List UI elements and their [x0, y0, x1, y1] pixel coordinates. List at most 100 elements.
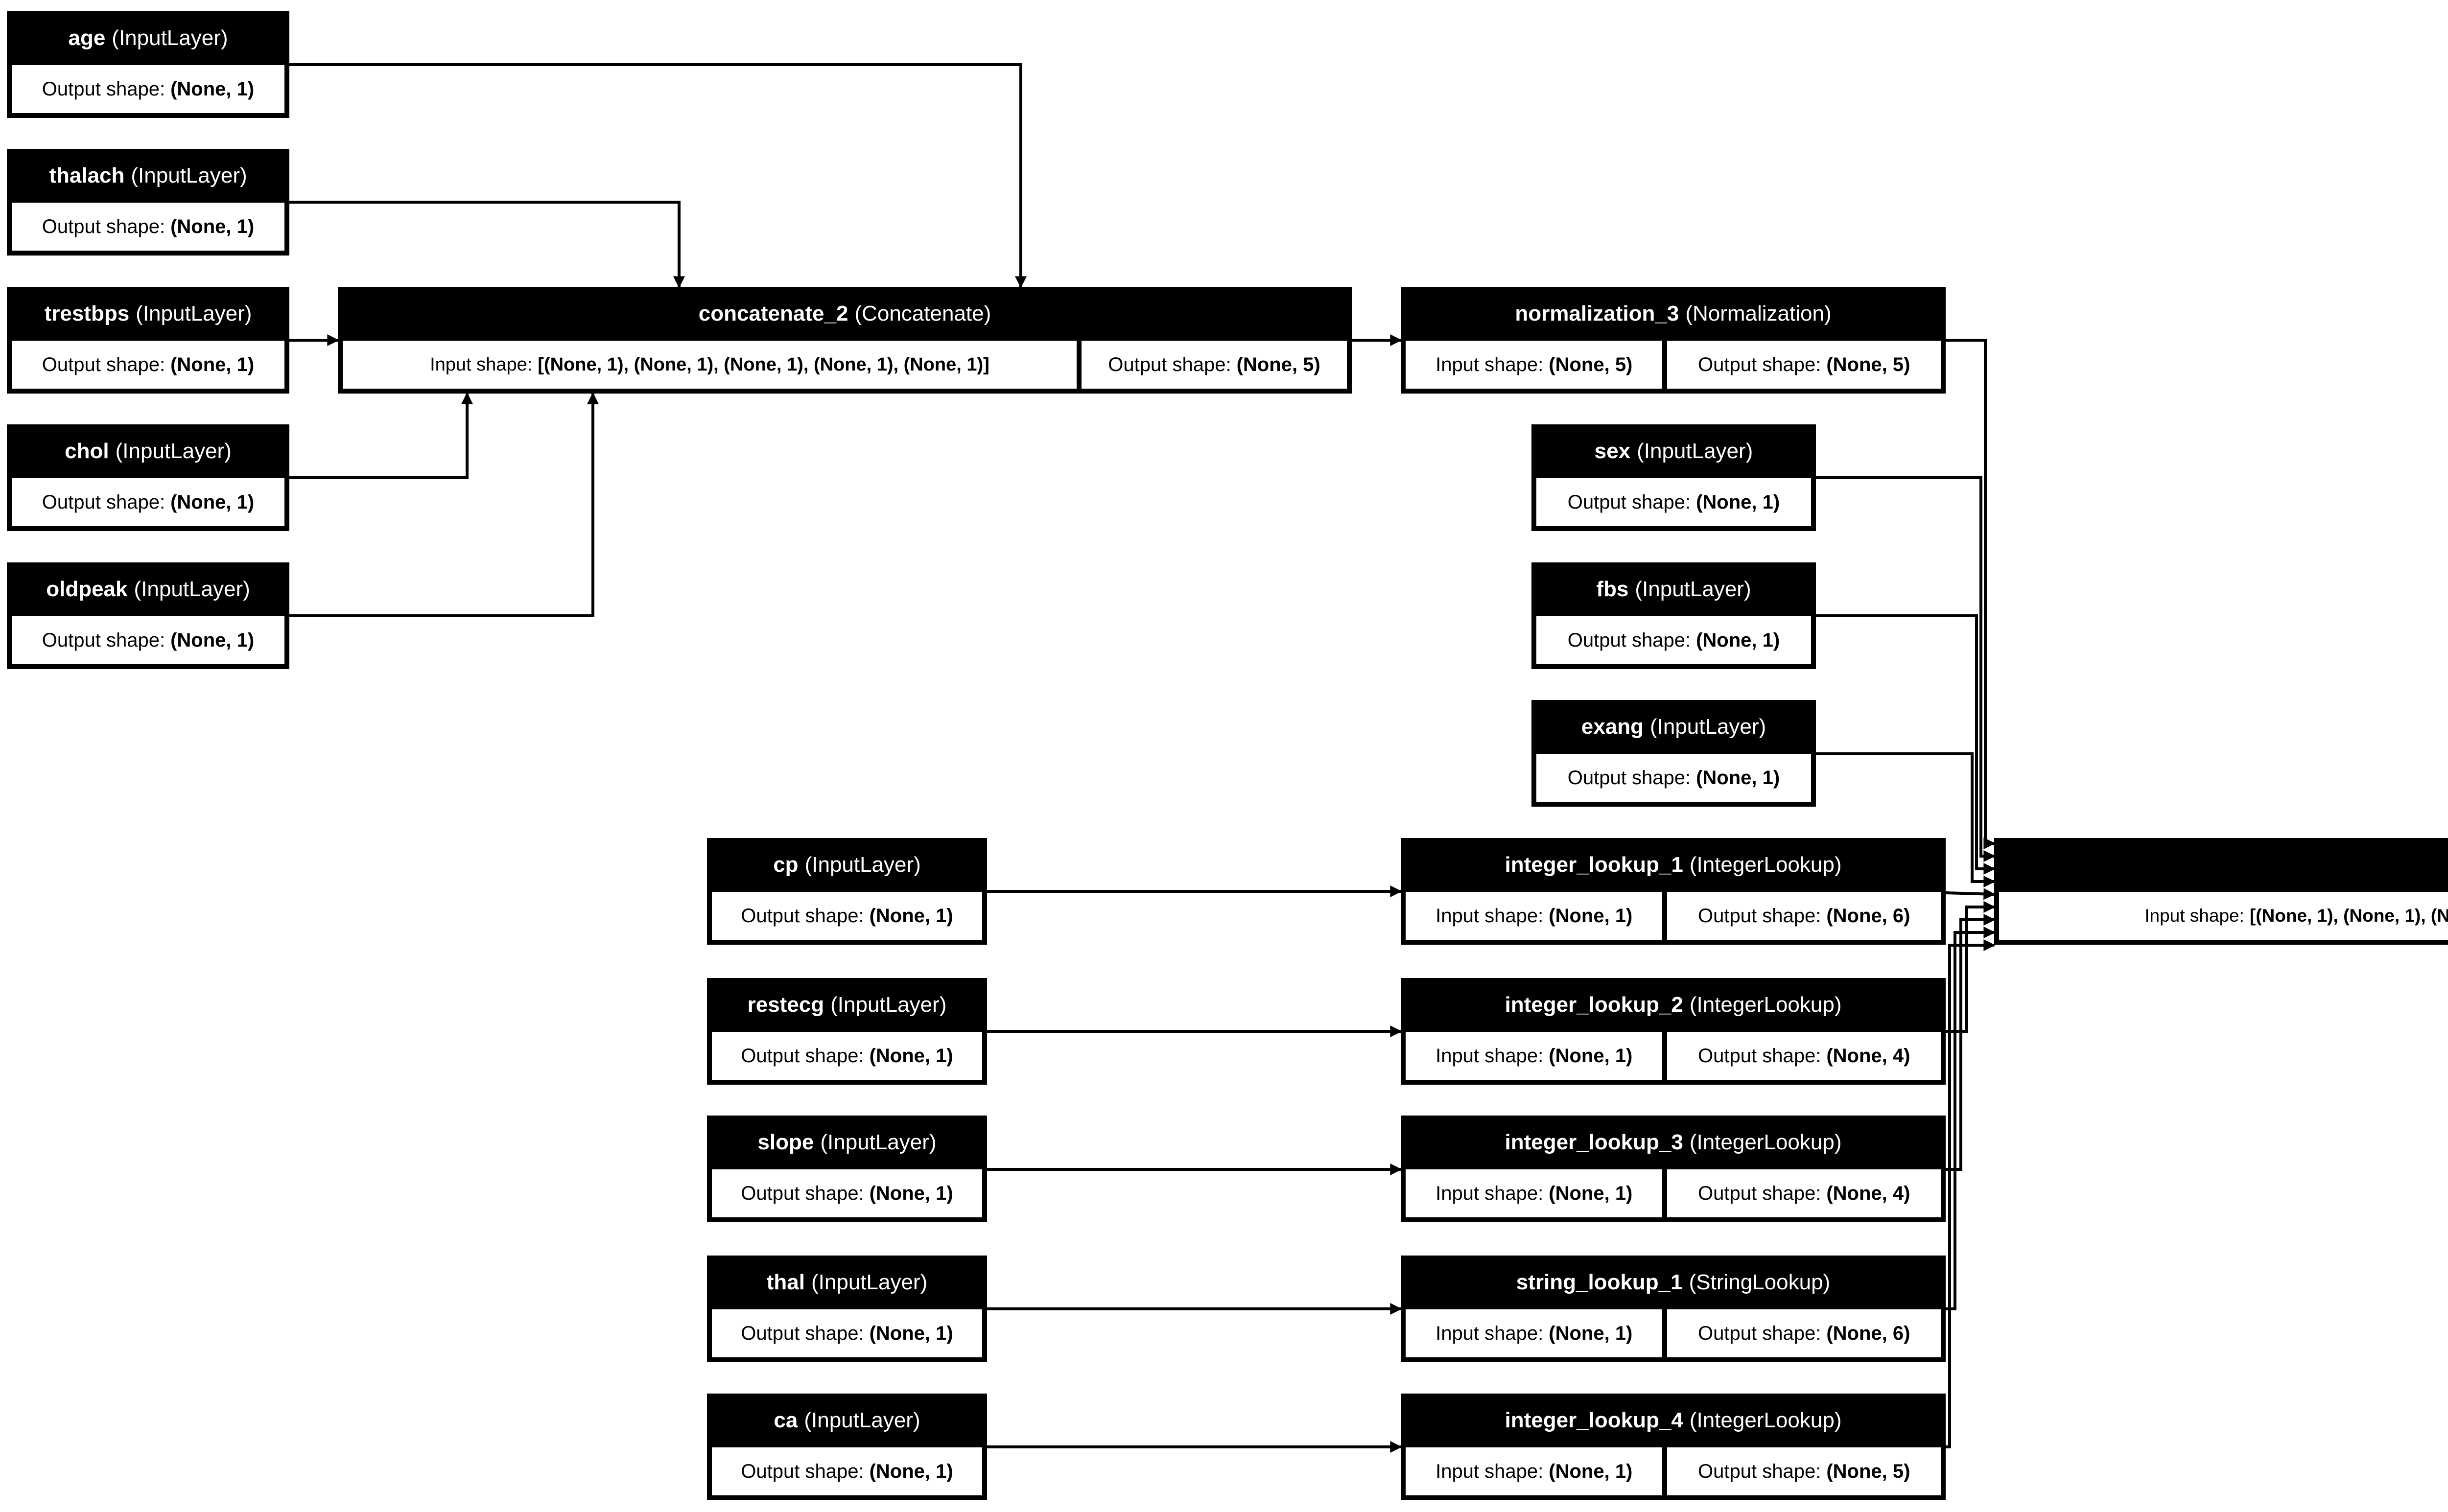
shape-label: Output shape: [1567, 629, 1691, 651]
node-integer_lookup_2: integer_lookup_2(IntegerLookup)Input sha… [1401, 978, 1946, 1085]
node-oldpeak-header: oldpeak(InputLayer) [7, 562, 289, 616]
node-string_lookup_1-cell-1: Output shape:(None, 6) [1667, 1309, 1941, 1357]
node-slope-body: Output shape:(None, 1) [707, 1169, 987, 1222]
shape-label: Output shape: [1567, 767, 1691, 789]
node-normalization_3-cell-1: Output shape:(None, 5) [1667, 341, 1941, 389]
shape-value: (None, 5) [1549, 353, 1633, 375]
node-integer_lookup_2-cell-0: Input shape:(None, 1) [1406, 1032, 1663, 1080]
node-integer_lookup_1-type: (IntegerLookup) [1689, 853, 1842, 877]
shape-value: (None, 5) [1826, 1460, 1910, 1482]
edge-normalization_3-to-concatenate_3 [1946, 339, 1996, 849]
shape-label: Output shape: [42, 215, 165, 237]
node-concatenate_3: concatenate_3(Concatenate) Input shape:[(… [1994, 838, 2448, 945]
node-restecg-body: Output shape:(None, 1) [707, 1032, 987, 1085]
node-fbs: fbs(InputLayer)Output shape:(None, 1) [1531, 562, 1816, 669]
node-sex-title: sex [1594, 439, 1631, 463]
node-restecg: restecg(InputLayer)Output shape:(None, 1… [707, 978, 987, 1085]
shape-label: Output shape: [42, 353, 165, 375]
shape-value: (None, 1) [1696, 629, 1780, 651]
shape-value: [(None, 1), (None, 1), (None, 1), (None,… [2249, 906, 2448, 926]
shape-label: Input shape: [1436, 353, 1544, 375]
node-ca: ca(InputLayer)Output shape:(None, 1) [707, 1394, 987, 1500]
node-slope: slope(InputLayer)Output shape:(None, 1) [707, 1116, 987, 1222]
node-oldpeak-body: Output shape:(None, 1) [7, 616, 289, 669]
node-string_lookup_1-title: string_lookup_1 [1516, 1270, 1683, 1294]
node-integer_lookup_3-header: integer_lookup_3(IntegerLookup) [1401, 1116, 1946, 1169]
shape-label: Input shape: [1436, 1045, 1544, 1067]
shape-label: Output shape: [741, 1322, 864, 1344]
node-integer_lookup_2-body: Input shape:(None, 1)Output shape:(None,… [1401, 1032, 1946, 1085]
shape-value: (None, 1) [1549, 1322, 1633, 1344]
node-normalization_3-header: normalization_3(Normalization) [1401, 287, 1946, 341]
node-integer_lookup_3-type: (IntegerLookup) [1689, 1130, 1842, 1154]
shape-label: Output shape: [1108, 353, 1231, 375]
edge-chol-to-concatenate_2 [289, 392, 473, 479]
node-slope-header: slope(InputLayer) [707, 1116, 987, 1169]
shape-label: Input shape: [2144, 906, 2244, 926]
shape-value: (None, 1) [170, 491, 255, 513]
edge-oldpeak-to-concatenate_2 [289, 392, 599, 617]
node-oldpeak: oldpeak(InputLayer)Output shape:(None, 1… [7, 562, 289, 669]
node-thalach: thalach(InputLayer)Output shape:(None, 1… [7, 149, 289, 256]
node-integer_lookup_3: integer_lookup_3(IntegerLookup)Input sha… [1401, 1116, 1946, 1222]
node-concatenate_2-title: concatenate_2 [698, 302, 848, 326]
node-thal-cell-0: Output shape:(None, 1) [712, 1309, 982, 1357]
shape-value: (None, 1) [1696, 491, 1780, 513]
node-cp-cell-0: Output shape:(None, 1) [712, 892, 982, 940]
shape-label: Output shape: [741, 905, 864, 927]
node-integer_lookup_1-cell-1: Output shape:(None, 6) [1667, 892, 1941, 940]
node-normalization_3-body: Input shape:(None, 5) Output shape:(None,… [1401, 341, 1946, 394]
shape-label: Output shape: [1698, 1182, 1821, 1204]
shape-label: Output shape: [741, 1182, 864, 1204]
shape-label: Input shape: [430, 354, 533, 375]
node-integer_lookup_4-title: integer_lookup_4 [1505, 1408, 1683, 1432]
node-thalach-cell-0: Output shape:(None, 1) [12, 203, 284, 251]
node-string_lookup_1: string_lookup_1(StringLookup)Input shape… [1401, 1256, 1946, 1362]
shape-value: (None, 1) [1549, 905, 1633, 927]
shape-value: (None, 1) [170, 215, 255, 237]
node-restecg-header: restecg(InputLayer) [707, 978, 987, 1032]
node-chol-cell-0: Output shape:(None, 1) [12, 478, 284, 526]
node-integer_lookup_3-cell-1: Output shape:(None, 4) [1667, 1169, 1941, 1217]
shape-label: Input shape: [1436, 1322, 1544, 1344]
node-exang-type: (InputLayer) [1649, 715, 1766, 739]
node-integer_lookup_4-type: (IntegerLookup) [1689, 1408, 1842, 1432]
node-cp-type: (InputLayer) [804, 853, 921, 877]
node-chol-body: Output shape:(None, 1) [7, 478, 289, 531]
edge-integer_lookup_3-to-concatenate_3 [1946, 914, 1996, 1171]
node-age-body: Output shape:(None, 1) [7, 65, 289, 118]
node-normalization_3: normalization_3(Normalization)Input shap… [1401, 287, 1946, 394]
shape-value: (None, 1) [869, 1045, 953, 1067]
node-integer_lookup_4: integer_lookup_4(IntegerLookup)Input sha… [1401, 1394, 1946, 1500]
node-exang: exang(InputLayer) Output shape:(None, 1) [1531, 700, 1816, 807]
node-integer_lookup_4-header: integer_lookup_4(IntegerLookup) [1401, 1394, 1946, 1447]
node-slope-cell-0: Output shape:(None, 1) [712, 1169, 982, 1217]
node-integer_lookup_3-body: Input shape:(None, 1)Output shape:(None,… [1401, 1169, 1946, 1222]
node-fbs-title: fbs [1596, 577, 1629, 601]
node-sex-body: Output shape:(None, 1) [1531, 478, 1816, 531]
shape-label: Output shape: [42, 491, 165, 513]
node-integer_lookup_2-header: integer_lookup_2(IntegerLookup) [1401, 978, 1946, 1032]
shape-value: (None, 1) [869, 1182, 953, 1204]
node-trestbps-type: (InputLayer) [136, 302, 252, 326]
node-restecg-cell-0: Output shape:(None, 1) [712, 1032, 982, 1080]
node-integer_lookup_1-title: integer_lookup_1 [1505, 853, 1683, 877]
edge-age-to-concatenate_2 [289, 63, 1027, 288]
shape-value: (None, 1) [1549, 1182, 1633, 1204]
node-exang-cell-0: Output shape:(None, 1) [1536, 754, 1811, 802]
edge-integer_lookup_4-to-concatenate_3 [1946, 939, 1996, 1448]
shape-value: (None, 1) [1696, 767, 1780, 789]
node-ca-title: ca [774, 1408, 798, 1432]
edge-string_lookup_1-to-concatenate_3 [1946, 927, 1996, 1310]
node-exang-title: exang [1581, 715, 1644, 739]
node-integer_lookup_4-cell-0: Input shape:(None, 1) [1406, 1447, 1663, 1495]
node-oldpeak-type: (InputLayer) [134, 577, 250, 601]
node-normalization_3-type: (Normalization) [1685, 302, 1832, 326]
node-concatenate_3-header: concatenate_3(Concatenate) [1994, 838, 2448, 892]
shape-value: (None, 1) [1549, 1045, 1633, 1067]
edge-thalach-to-concatenate_2 [289, 201, 685, 288]
shape-label: Output shape: [1567, 491, 1691, 513]
node-sex-header: sex(InputLayer) [1531, 424, 1816, 478]
node-thalach-body: Output shape:(None, 1) [7, 203, 289, 256]
